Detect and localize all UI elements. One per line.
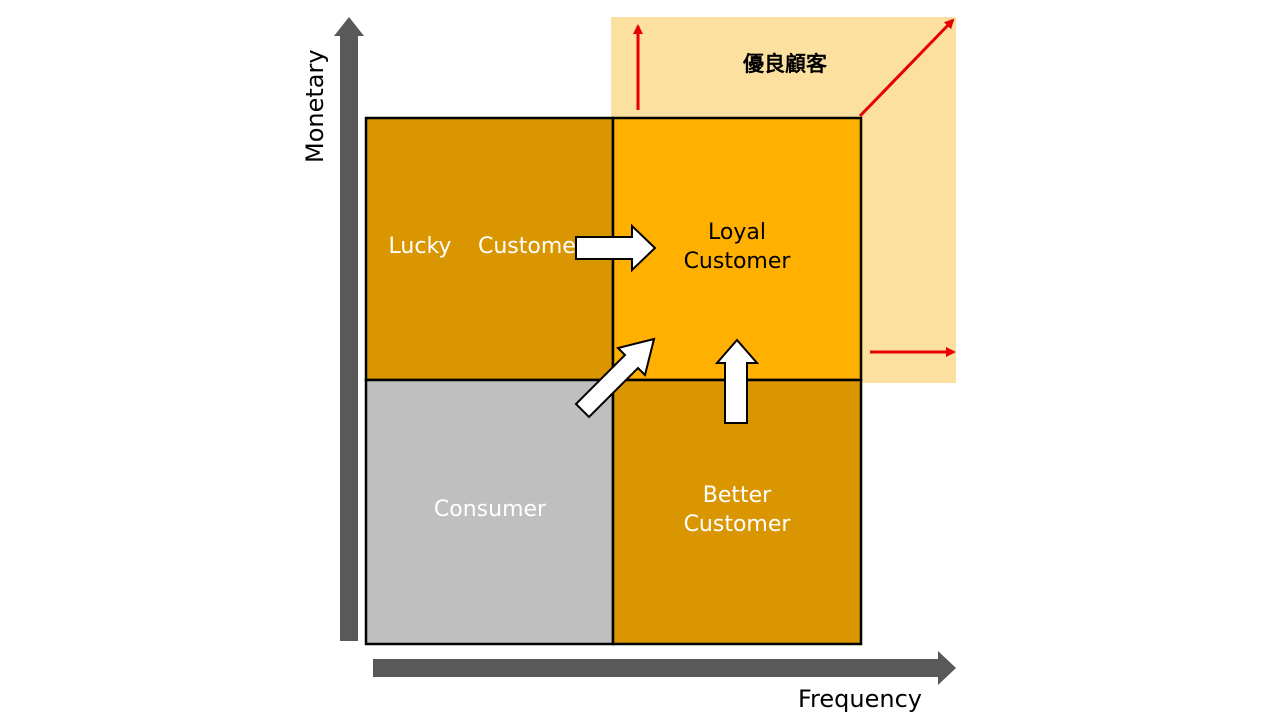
x-axis-label: Frequency xyxy=(798,685,922,713)
red-arrow-diagonal xyxy=(858,18,955,118)
arrow-better-to-loyal xyxy=(714,338,760,424)
y-axis-label: Monetary xyxy=(301,49,329,163)
arrow-consumer-to-loyal xyxy=(574,337,656,419)
loyal-label-line2: Customer xyxy=(683,249,791,274)
better-label-line1: Better xyxy=(702,483,772,508)
y-axis-arrow xyxy=(334,17,364,641)
quadrant-lucky-customer xyxy=(364,116,615,382)
x-axis-arrow xyxy=(373,651,956,685)
loyal-label-line1: Loyal xyxy=(708,220,766,245)
quadrant-consumer xyxy=(364,378,615,646)
premium-zone-label: 優良顧客 xyxy=(743,52,827,76)
better-label-line2: Customer xyxy=(683,512,791,537)
consumer-label: Consumer xyxy=(433,497,547,522)
lucky-label-line2: Customer xyxy=(478,234,585,259)
lucky-label-line1: Lucky xyxy=(388,234,452,259)
arrow-lucky-to-loyal xyxy=(575,223,657,273)
